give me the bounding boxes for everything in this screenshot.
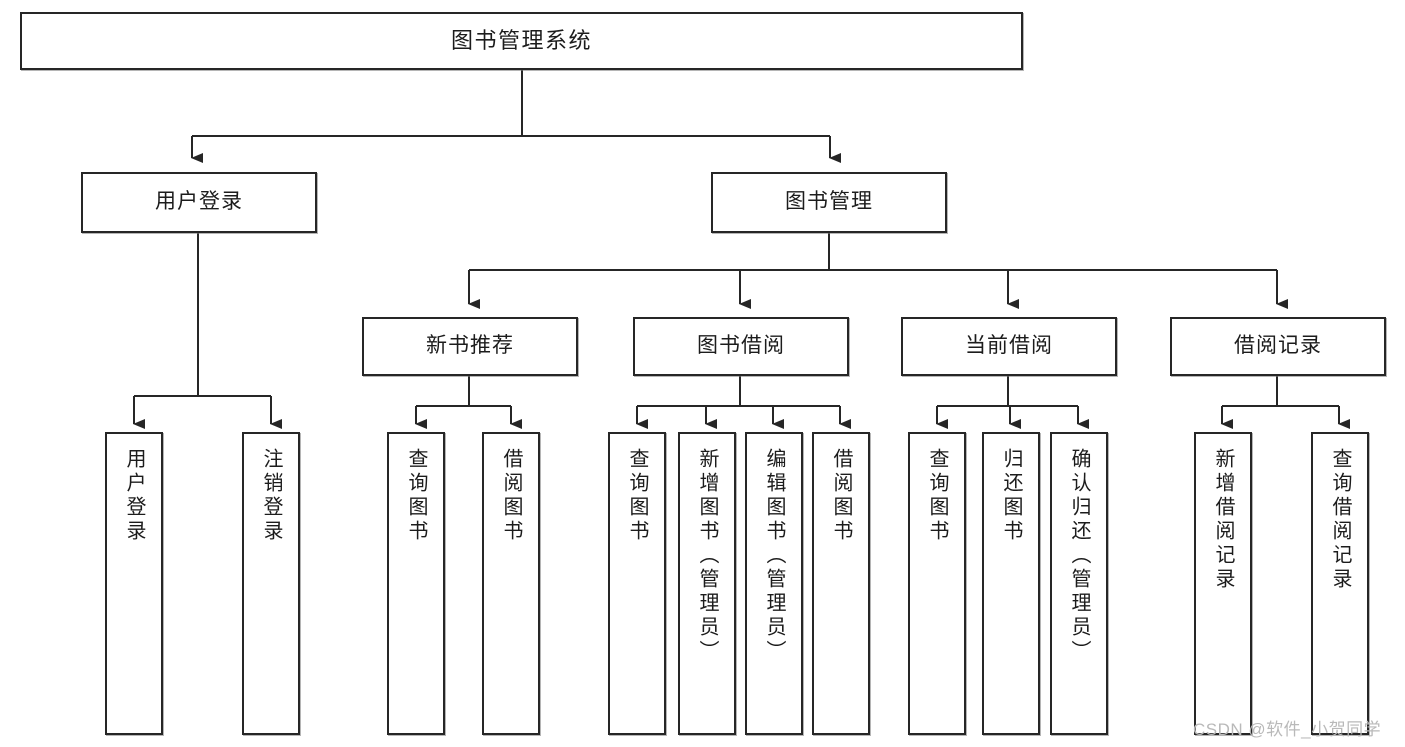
node-leaf-query-book-borrow[interactable]: 查询图书 (608, 432, 666, 735)
node-leaf-edit-book-admin[interactable]: 编辑图书（管理员） (745, 432, 803, 735)
node-new-book-recommend[interactable]: 新书推荐 (362, 317, 578, 376)
node-root-system-label: 图书管理系统 (450, 28, 592, 54)
node-leaf-query-book-recommend[interactable]: 查询图书 (387, 432, 445, 735)
node-borrow-record-label: 借阅记录 (1234, 334, 1322, 358)
node-root-system[interactable]: 图书管理系统 (20, 12, 1023, 70)
node-user-login[interactable]: 用户登录 (81, 172, 317, 233)
node-leaf-borrow-book-label: 借阅图书 (830, 448, 852, 544)
node-new-book-recommend-label: 新书推荐 (426, 334, 514, 358)
node-leaf-borrow-book-recommend-label: 借阅图书 (500, 448, 522, 544)
node-book-manage-label: 图书管理 (785, 190, 873, 214)
node-current-borrow[interactable]: 当前借阅 (901, 317, 1117, 376)
node-leaf-add-borrow-record[interactable]: 新增借阅记录 (1194, 432, 1252, 735)
node-borrow-record[interactable]: 借阅记录 (1170, 317, 1386, 376)
node-book-borrow[interactable]: 图书借阅 (633, 317, 849, 376)
node-leaf-return-book-label: 归还图书 (1000, 448, 1022, 544)
node-user-login-label: 用户登录 (155, 190, 243, 214)
node-leaf-borrow-book[interactable]: 借阅图书 (812, 432, 870, 735)
node-leaf-borrow-book-recommend[interactable]: 借阅图书 (482, 432, 540, 735)
node-leaf-confirm-return-admin-label: 确认归还（管理员） (1068, 448, 1090, 664)
node-leaf-user-logout-label: 注销登录 (260, 448, 282, 544)
node-book-borrow-label: 图书借阅 (697, 334, 785, 358)
node-leaf-query-book-current[interactable]: 查询图书 (908, 432, 966, 735)
node-leaf-edit-book-admin-label: 编辑图书（管理员） (763, 448, 785, 664)
node-leaf-query-borrow-record[interactable]: 查询借阅记录 (1311, 432, 1369, 735)
node-leaf-query-borrow-record-label: 查询借阅记录 (1329, 448, 1351, 592)
node-leaf-add-book-admin[interactable]: 新增图书（管理员） (678, 432, 736, 735)
node-leaf-return-book[interactable]: 归还图书 (982, 432, 1040, 735)
node-leaf-query-book-current-label: 查询图书 (926, 448, 948, 544)
node-leaf-query-book-recommend-label: 查询图书 (405, 448, 427, 544)
node-leaf-add-book-admin-label: 新增图书（管理员） (696, 448, 718, 664)
node-leaf-query-book-borrow-label: 查询图书 (626, 448, 648, 544)
node-current-borrow-label: 当前借阅 (965, 334, 1053, 358)
node-leaf-user-logout[interactable]: 注销登录 (242, 432, 300, 735)
node-leaf-confirm-return-admin[interactable]: 确认归还（管理员） (1050, 432, 1108, 735)
node-leaf-user-login-label: 用户登录 (123, 448, 145, 544)
node-leaf-add-borrow-record-label: 新增借阅记录 (1212, 448, 1234, 592)
csdn-watermark: CSDN @软件_小贺同学 (1193, 720, 1382, 739)
node-leaf-user-login[interactable]: 用户登录 (105, 432, 163, 735)
node-book-manage[interactable]: 图书管理 (711, 172, 947, 233)
